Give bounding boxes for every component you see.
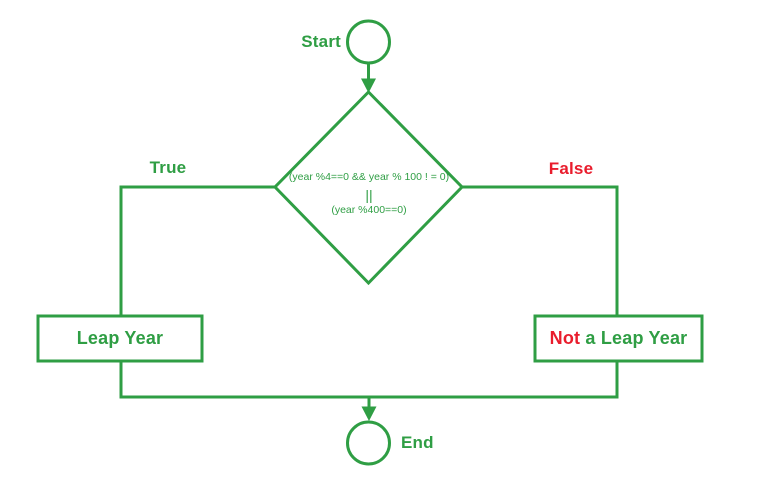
start-label: Start (301, 32, 341, 51)
end-terminal-circle (346, 420, 391, 466)
start-terminal-circle (346, 19, 391, 65)
not-leap-year-rest: a Leap Year (580, 328, 688, 348)
merge-to-end-arrowhead (361, 406, 377, 421)
leap-year-box-label: Leap Year (38, 316, 202, 361)
leap-year-box (36, 314, 204, 363)
false-branch-label: False (548, 159, 594, 178)
decision-diamond (272, 89, 465, 286)
decision-condition-operator: || (365, 187, 373, 203)
decision-condition-line1: (year %4==0 && year % 100 ! = 0) (288, 171, 450, 183)
leap-year-box-text: Leap Year (76, 328, 164, 348)
start-to-decision-arrowhead (361, 78, 376, 93)
true-branch-label: True (149, 158, 187, 177)
false-branch-connector (462, 185, 619, 316)
true-branch-connector (119, 185, 275, 316)
end-label: End (401, 433, 434, 452)
not-leap-year-box-label: Not a Leap Year (535, 316, 702, 361)
decision-condition-line2: (year %400==0) (331, 204, 407, 216)
not-leap-year-prefix: Not (549, 328, 581, 348)
